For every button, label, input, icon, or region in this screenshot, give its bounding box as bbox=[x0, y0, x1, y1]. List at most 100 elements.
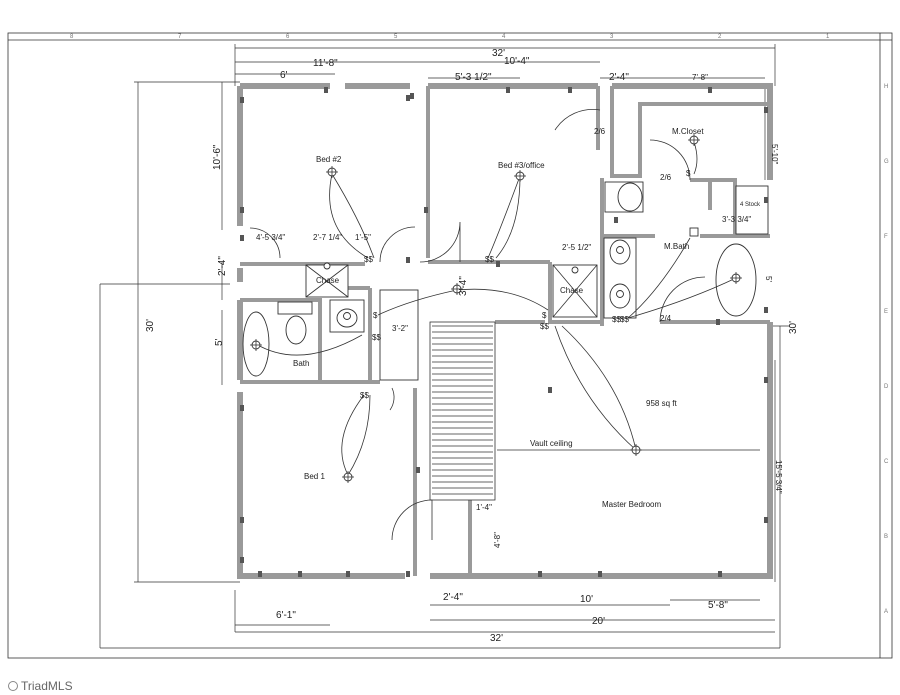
outlet-icon bbox=[416, 467, 420, 473]
light-fixture-icon bbox=[451, 283, 463, 295]
light-fixture-icon bbox=[630, 444, 642, 456]
svg-text:$$: $$ bbox=[372, 333, 381, 342]
dim-5-3: 5'-3 1/2" bbox=[455, 72, 492, 83]
light-fixture-icon bbox=[616, 246, 624, 254]
outlet-icon bbox=[568, 87, 572, 93]
dim-4-8: 4'-8" bbox=[493, 532, 502, 548]
outlet-icon bbox=[764, 107, 768, 113]
outlet-icon bbox=[598, 571, 602, 577]
outlet-icon bbox=[258, 571, 262, 577]
outlet-icon bbox=[240, 207, 244, 213]
dim-2-4-top: 2'-4" bbox=[609, 72, 629, 83]
outlet-icon bbox=[298, 571, 302, 577]
dimension-lines bbox=[99, 44, 790, 649]
dim-6-1: 6'-1" bbox=[276, 610, 296, 621]
dim-2-5: 2'-5 1/2" bbox=[562, 243, 591, 252]
dim-overall-top: 32' bbox=[492, 48, 505, 59]
room-label-chase-right: Chase bbox=[560, 286, 584, 295]
grid-label: 6 bbox=[286, 34, 290, 40]
outlet-icon bbox=[424, 207, 428, 213]
dim-10-6: 10'-6" bbox=[212, 144, 223, 170]
dim-7-8: 7'-8" bbox=[692, 73, 708, 82]
cabinet bbox=[379, 289, 419, 381]
grid-label: 3 bbox=[610, 34, 614, 40]
outlet-icon bbox=[506, 87, 510, 93]
outlet-icon bbox=[764, 377, 768, 383]
svg-text:$: $ bbox=[686, 169, 691, 178]
triadmls-logo-icon bbox=[8, 681, 18, 691]
dim-right-total: 30' bbox=[788, 321, 799, 334]
svg-text:$$: $$ bbox=[485, 255, 494, 264]
dim-4-5: 4'-5 3/4" bbox=[256, 233, 285, 242]
dim-2-4-left: 2'-4" bbox=[217, 256, 228, 276]
light-fixture-icon bbox=[571, 266, 579, 274]
stock-box bbox=[735, 185, 769, 235]
outlet-icon bbox=[718, 571, 722, 577]
dim-11-8: 11'-8" bbox=[313, 58, 338, 69]
dim-15-5: 15'-5 3/4" bbox=[774, 460, 783, 494]
dim-2-7: 2'-7 1/4" bbox=[313, 233, 342, 242]
outlet-icon bbox=[406, 257, 410, 263]
light-fixture-icon bbox=[326, 166, 338, 178]
dim-3-4: 3'-4" bbox=[458, 276, 469, 296]
outlet-icon bbox=[708, 87, 712, 93]
room-label-bed1: Bed 1 bbox=[304, 472, 325, 481]
outlet-icon bbox=[410, 93, 414, 99]
outlet-icon bbox=[240, 517, 244, 523]
light-fixture-icon bbox=[730, 272, 742, 284]
dim-10: 10' bbox=[580, 594, 593, 605]
switch-markers: $$ $$ $ $$ $$ $$ $$ $ $$ $ bbox=[360, 169, 699, 400]
svg-text:$: $ bbox=[542, 311, 547, 320]
dim-1-4: 1'-4" bbox=[476, 503, 492, 512]
outlet-icon bbox=[406, 571, 410, 577]
toilet bbox=[285, 315, 307, 345]
area-label: 958 sq ft bbox=[646, 399, 677, 408]
outlet-icon bbox=[324, 87, 328, 93]
outlet-icon bbox=[764, 197, 768, 203]
dim-2-6a: 2/6 bbox=[594, 127, 606, 136]
wiring bbox=[255, 141, 760, 476]
toilet-master bbox=[617, 182, 643, 212]
light-fixture-icon bbox=[688, 134, 700, 146]
outlet-icon bbox=[240, 405, 244, 411]
grid-label: A bbox=[884, 609, 888, 615]
room-label-bed2: Bed #2 bbox=[316, 155, 342, 164]
grid-label: 4 bbox=[502, 34, 506, 40]
outlet-icon bbox=[538, 571, 542, 577]
grid-label: 8 bbox=[70, 34, 74, 40]
watermark: TriadMLS bbox=[8, 679, 73, 693]
light-fixture-icon bbox=[514, 170, 526, 182]
dim-3-3: 3'-3 3/4" bbox=[722, 215, 751, 224]
dim-2-4-bot: 2'-4" bbox=[443, 592, 463, 603]
outlet-icon bbox=[614, 217, 618, 223]
dim-6: 6' bbox=[280, 70, 288, 81]
room-label-bath: Bath bbox=[293, 359, 309, 368]
room-label-mcloset: M.Closet bbox=[672, 127, 704, 136]
svg-text:$$: $$ bbox=[620, 315, 629, 324]
dim-5-10: 5'-10" bbox=[770, 144, 779, 165]
dim-left-total: 30' bbox=[145, 319, 156, 332]
toilet-tank bbox=[277, 301, 313, 315]
vault-ceiling-label: Vault ceiling bbox=[530, 439, 573, 448]
room-label-master: Master Bedroom bbox=[602, 500, 661, 509]
dim-5-right: 5' bbox=[764, 276, 773, 282]
outlet-icon bbox=[548, 387, 552, 393]
light-fixture-icon bbox=[323, 262, 331, 270]
electrical-symbols bbox=[240, 87, 768, 577]
dim-2-6b: 2/6 bbox=[660, 173, 672, 182]
grid-label: B bbox=[884, 534, 888, 540]
outlet-icon bbox=[764, 307, 768, 313]
room-label-stock: 4 Stock bbox=[740, 202, 761, 208]
grid-label: C bbox=[884, 459, 889, 465]
outlet-icon bbox=[346, 571, 350, 577]
svg-text:$: $ bbox=[373, 311, 378, 320]
grid-label: E bbox=[884, 309, 888, 315]
dim-1-5: 1'-5" bbox=[355, 233, 371, 242]
grid-label: 2 bbox=[718, 34, 722, 40]
sheet-border bbox=[7, 32, 893, 659]
svg-text:$$: $$ bbox=[364, 255, 373, 264]
outlet-icon bbox=[240, 235, 244, 241]
outlet-icon bbox=[240, 97, 244, 103]
dim-overall-bottom: 32' bbox=[490, 633, 503, 644]
